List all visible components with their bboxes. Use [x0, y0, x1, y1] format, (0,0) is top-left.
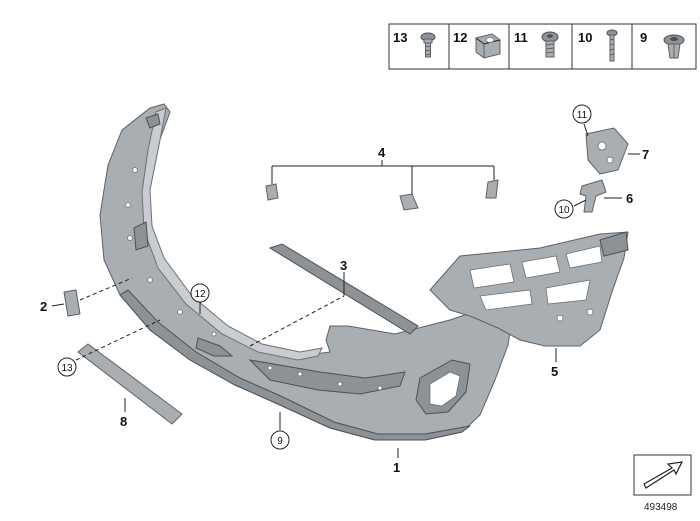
circled-callouts: 9 10 11 12 13: [57, 104, 592, 450]
svg-text:11: 11: [577, 110, 588, 121]
callout-8: 8: [120, 414, 127, 429]
license-plate-bracket: [77, 343, 183, 425]
callout-6: 6: [626, 191, 633, 206]
circled-callout-10: 10: [554, 199, 574, 219]
bumper-carrier: [429, 231, 629, 347]
legend-num-11: 11: [514, 30, 528, 45]
support-bracket: [579, 179, 607, 213]
leader-lines: [51, 123, 640, 458]
svg-text:10: 10: [558, 205, 570, 216]
svg-text:9: 9: [277, 436, 283, 447]
hardware-legend: 13 12 11 10 9: [388, 23, 697, 70]
long-screw-icon: [606, 29, 618, 62]
legend-num-10: 10: [578, 30, 592, 45]
callout-labels: 1 2 3 4 5 6 7 8: [40, 145, 649, 475]
arrow-icon: [643, 461, 684, 489]
clip-nut-icon: [475, 33, 501, 59]
rivet-clip-icon: [663, 34, 685, 59]
circled-callout-12: 12: [190, 283, 210, 303]
bumper-cover: [99, 103, 513, 441]
circled-callout-13: 13: [57, 357, 77, 377]
bracket-group: [265, 179, 499, 211]
nav-arrow-box: [633, 454, 692, 496]
callout-2: 2: [40, 299, 47, 314]
callout-1: 1: [393, 460, 400, 475]
svg-text:13: 13: [61, 363, 73, 374]
callout-3: 3: [340, 258, 347, 273]
mounting-plate: [585, 127, 629, 175]
doc-number: 493498: [644, 502, 678, 513]
bolt-icon: [420, 32, 436, 58]
legend-num-13: 13: [393, 30, 407, 45]
svg-text:12: 12: [194, 289, 206, 300]
legend-num-12: 12: [453, 30, 467, 45]
circled-callout-11: 11: [572, 104, 592, 124]
callout-7: 7: [642, 147, 649, 162]
callout-5: 5: [551, 364, 558, 379]
screw-icon: [541, 31, 559, 58]
tow-hook-cover: [63, 289, 81, 317]
callout-4: 4: [378, 145, 386, 160]
circled-callout-9: 9: [270, 430, 290, 450]
legend-num-9: 9: [640, 30, 647, 45]
